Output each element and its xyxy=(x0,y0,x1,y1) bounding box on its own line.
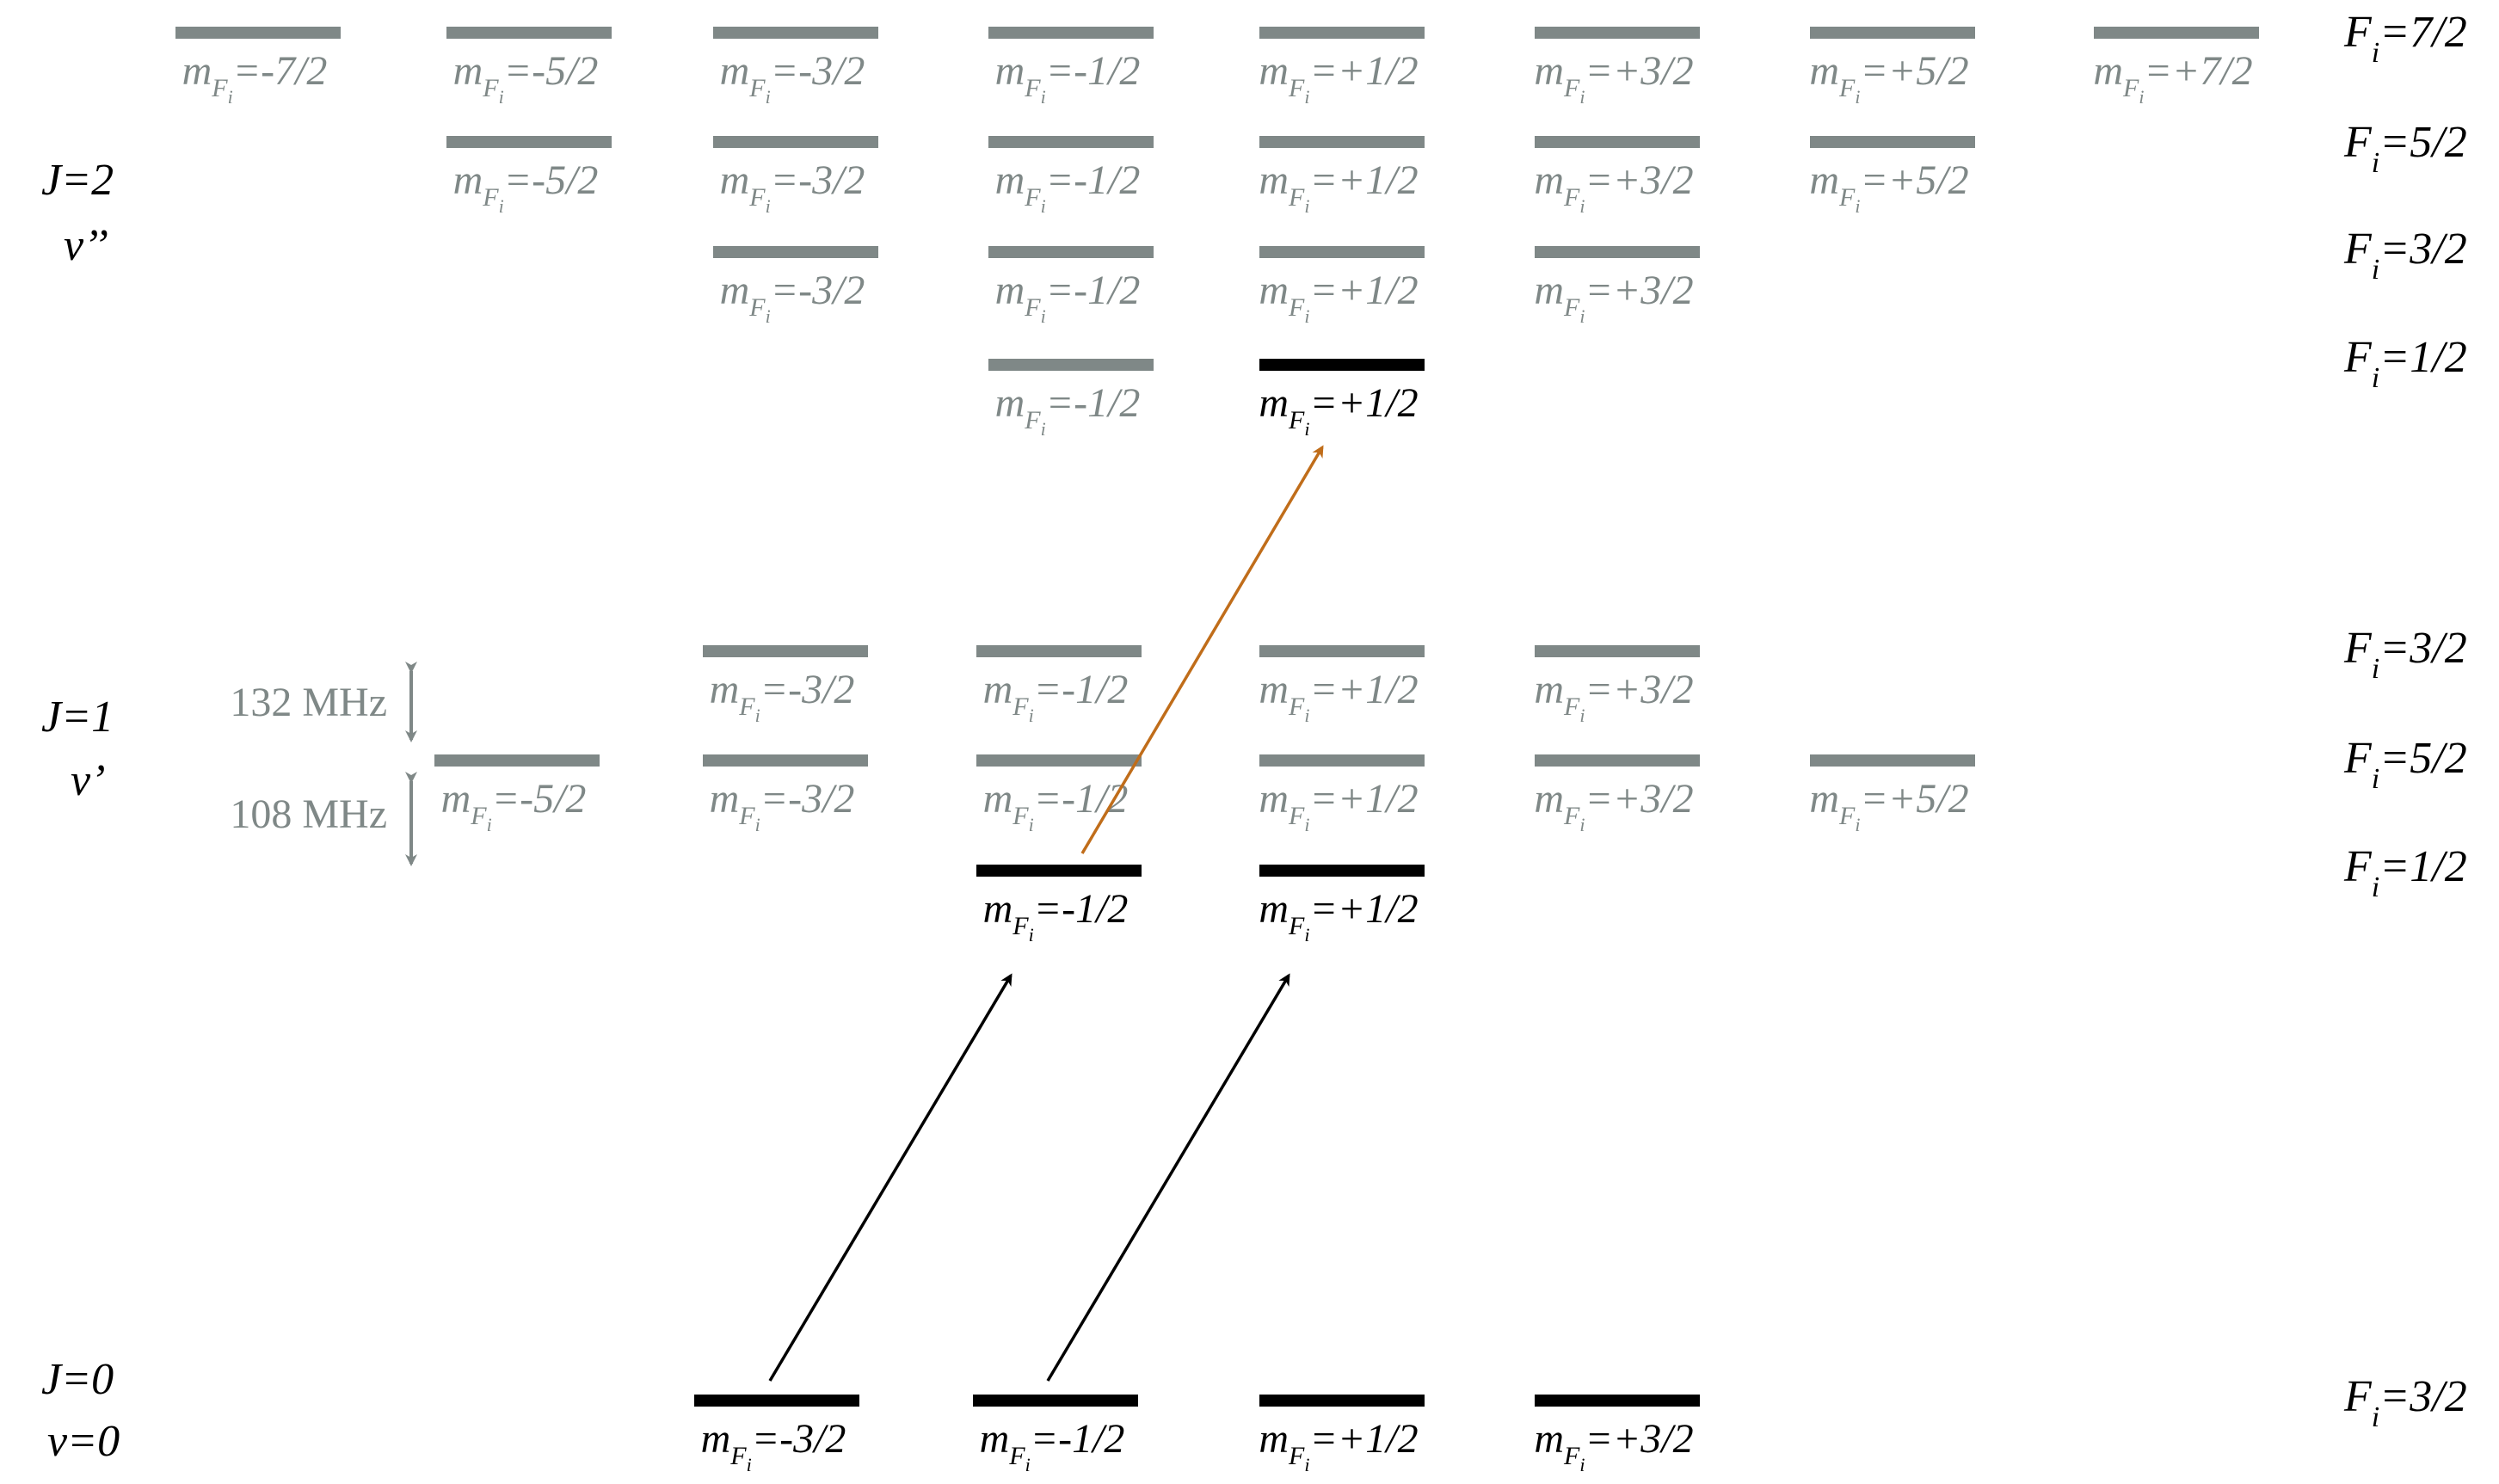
level-bar xyxy=(1259,754,1425,767)
level-bar xyxy=(973,1395,1138,1407)
level-bar xyxy=(1259,645,1425,657)
level-bar xyxy=(713,246,878,258)
v0-label: v=0 xyxy=(47,1417,120,1466)
level-bar xyxy=(1259,246,1425,258)
level-m-label: mFi=+3/2 xyxy=(1534,48,1693,108)
level-m-label: mFi=-1/2 xyxy=(983,667,1129,726)
level-bar xyxy=(713,136,878,148)
level-m-label: mFi=-1/2 xyxy=(980,1416,1125,1475)
splitting-label-132: 132 MHz xyxy=(230,680,387,725)
level-m-label: mFi=-3/2 xyxy=(710,776,855,835)
level-bar xyxy=(988,27,1154,39)
level-m-label: mFi=-1/2 xyxy=(995,48,1141,108)
level-m-label: mFi=-1/2 xyxy=(995,380,1141,440)
level-bar xyxy=(988,246,1154,258)
level-m-label: mFi=-3/2 xyxy=(720,268,865,327)
level-bar xyxy=(976,754,1142,767)
level-bar xyxy=(703,754,868,767)
level-bar xyxy=(1810,754,1975,767)
level-m-label: mFi=-1/2 xyxy=(995,157,1141,217)
levels-layer xyxy=(175,27,2259,1407)
manifold-f-label: Fi=3/2 xyxy=(2343,225,2467,286)
manifold-f-label: Fi=3/2 xyxy=(2343,624,2467,685)
second-step-arrow xyxy=(1080,445,1324,854)
level-bar xyxy=(1535,246,1700,258)
level-m-label: mFi=+1/2 xyxy=(1259,776,1418,835)
level-m-label: mFi=-1/2 xyxy=(983,776,1129,835)
level-bar xyxy=(434,754,600,767)
level-bar xyxy=(703,645,868,657)
level-m-label: mFi=+3/2 xyxy=(1534,157,1693,217)
v1-label: v’ xyxy=(71,756,105,805)
level-m-label: mFi=+5/2 xyxy=(1809,48,1968,108)
level-m-label: mFi=+3/2 xyxy=(1534,667,1693,726)
level-m-label: mFi=-3/2 xyxy=(720,48,865,108)
level-bar xyxy=(175,27,341,39)
manifold-f-label: Fi=7/2 xyxy=(2343,8,2467,69)
level-bar xyxy=(1535,27,1700,39)
level-bar xyxy=(1535,136,1700,148)
j0-label: J=0 xyxy=(41,1355,114,1404)
level-bar xyxy=(1810,136,1975,148)
level-m-label: mFi=-3/2 xyxy=(701,1416,846,1475)
level-m-label: mFi=+1/2 xyxy=(1259,1416,1418,1475)
level-bar xyxy=(988,136,1154,148)
manifold-f-label: Fi=5/2 xyxy=(2343,118,2467,179)
level-bar xyxy=(988,359,1154,371)
level-m-label: mFi=-7/2 xyxy=(182,48,328,108)
excitation-arrow-right xyxy=(1046,973,1290,1382)
level-bar xyxy=(1259,359,1425,371)
level-m-label: mFi=+3/2 xyxy=(1534,1416,1693,1475)
level-m-label: mFi=+7/2 xyxy=(2093,48,2252,108)
level-m-label: mFi=+3/2 xyxy=(1534,776,1693,835)
manifold-f-label: Fi=3/2 xyxy=(2343,1372,2467,1433)
level-bar xyxy=(1259,136,1425,148)
level-m-label: mFi=-5/2 xyxy=(441,776,587,835)
level-bar xyxy=(446,136,612,148)
level-bar xyxy=(694,1395,859,1407)
level-m-label: mFi=-5/2 xyxy=(453,157,599,217)
splitting-label-108: 108 MHz xyxy=(230,791,387,837)
level-m-label: mFi=-3/2 xyxy=(720,157,865,217)
level-m-label: mFi=+1/2 xyxy=(1259,48,1418,108)
level-bar xyxy=(1535,1395,1700,1407)
manifold-f-label: Fi=1/2 xyxy=(2343,333,2467,394)
manifold-f-label: Fi=1/2 xyxy=(2343,842,2467,903)
level-bar xyxy=(1259,865,1425,877)
level-bar xyxy=(2094,27,2259,39)
level-m-label: mFi=+3/2 xyxy=(1534,268,1693,327)
level-bar xyxy=(1810,27,1975,39)
level-bar xyxy=(1535,645,1700,657)
v2-label: v’’ xyxy=(64,221,108,270)
level-m-label: mFi=+1/2 xyxy=(1259,157,1418,217)
level-m-label: mFi=+5/2 xyxy=(1809,776,1968,835)
j1-label: J=1 xyxy=(41,693,114,742)
level-bar xyxy=(713,27,878,39)
level-bar xyxy=(1535,754,1700,767)
level-bar xyxy=(446,27,612,39)
level-m-label: mFi=-1/2 xyxy=(995,268,1141,327)
level-m-label: mFi=-1/2 xyxy=(983,886,1129,945)
level-m-label: mFi=+1/2 xyxy=(1259,268,1418,327)
labels-layer: mFi=-7/2 mFi=-5/2 mFi=-3/2 mFi=-1/2 mFi=+1/2… xyxy=(182,8,2467,1475)
manifold-f-label: Fi=5/2 xyxy=(2343,734,2467,795)
level-m-label: mFi=-3/2 xyxy=(710,667,855,726)
excitation-arrow-left xyxy=(768,973,1013,1382)
level-m-label: mFi=+1/2 xyxy=(1259,380,1418,440)
level-m-label: mFi=-5/2 xyxy=(453,48,599,108)
level-bar xyxy=(976,645,1142,657)
level-m-label: mFi=+5/2 xyxy=(1809,157,1968,217)
j2-label: J=2 xyxy=(41,156,114,205)
level-bar xyxy=(1259,27,1425,39)
level-m-label: mFi=+1/2 xyxy=(1259,886,1418,945)
level-bar xyxy=(1259,1395,1425,1407)
level-bar xyxy=(976,865,1142,877)
level-m-label: mFi=+1/2 xyxy=(1259,667,1418,726)
